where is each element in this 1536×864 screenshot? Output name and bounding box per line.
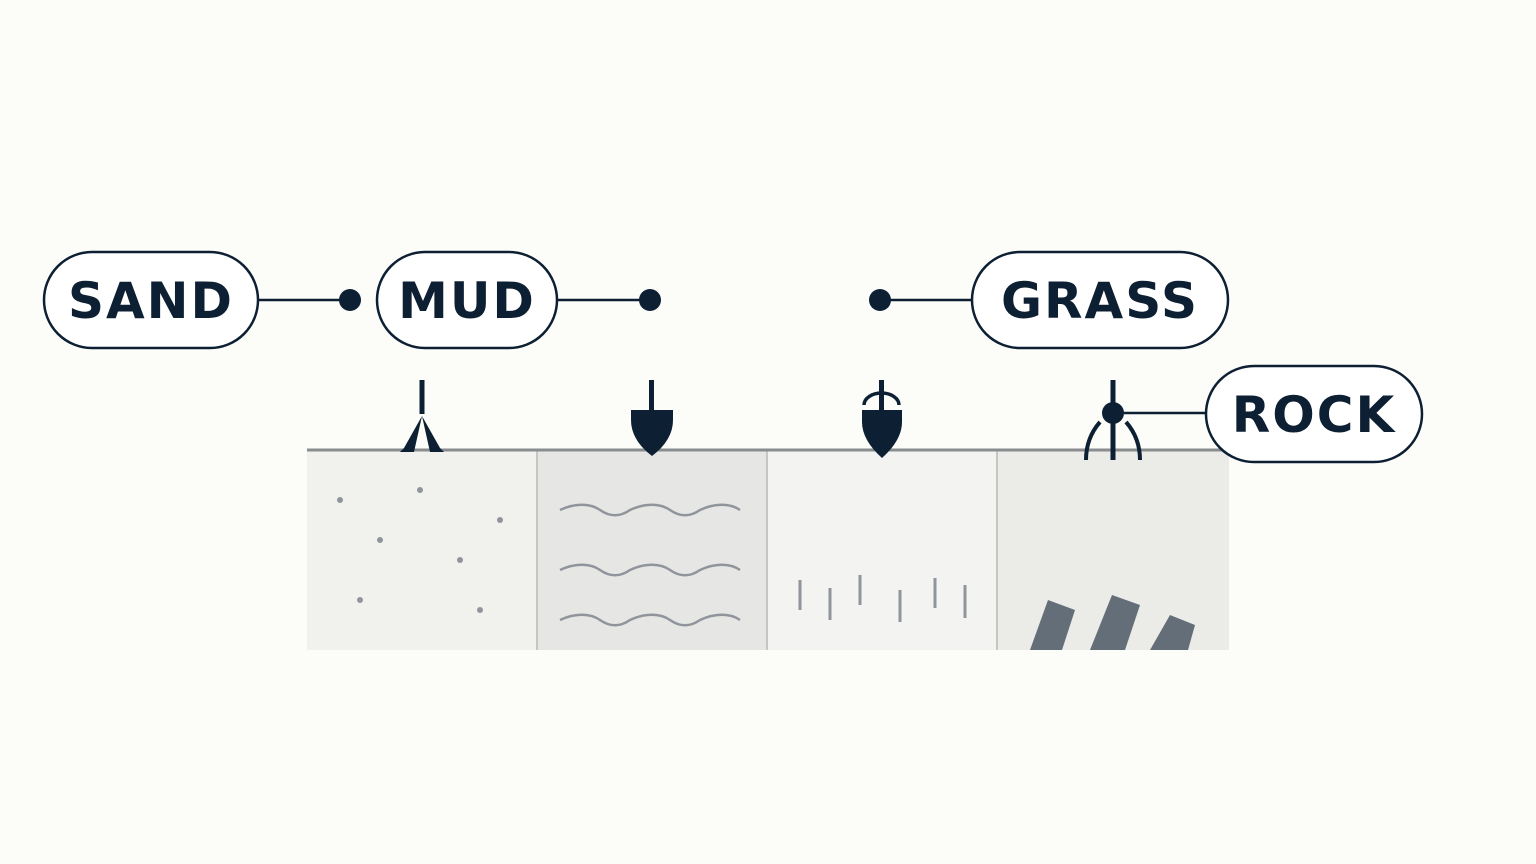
rock-label-pill: ROCK (1204, 364, 1424, 464)
sand-grain (337, 497, 343, 503)
rock-block (1150, 615, 1195, 650)
grass-texture (798, 575, 967, 622)
rock-block (1090, 595, 1140, 650)
sand-grain (497, 517, 503, 523)
mud-label: MUD (398, 272, 536, 330)
rock-anchor-icon (1084, 380, 1142, 461)
mud-panel (537, 450, 767, 650)
sand-grain (477, 607, 483, 613)
rock-label: ROCK (1232, 386, 1397, 444)
rock-block (1030, 600, 1075, 650)
mud-connector-dot (639, 289, 661, 311)
sand-label-pill: SAND (42, 250, 260, 350)
mud-label-pill: MUD (375, 250, 559, 350)
grass-anchor-icon (862, 380, 902, 458)
mud-anchor-icon (631, 380, 673, 456)
grass-panel (767, 450, 997, 650)
mud-connector (557, 289, 661, 311)
mud-wave (559, 563, 741, 577)
sand-anchor-icon (400, 380, 444, 452)
sand-texture (337, 487, 503, 613)
sand-panel (307, 450, 537, 650)
sand-connector (258, 289, 361, 311)
sand-grain (357, 597, 363, 603)
grass-connector (869, 289, 972, 311)
mud-wave (559, 613, 741, 627)
grass-label-pill: GRASS (970, 250, 1230, 350)
mud-wave (559, 503, 741, 517)
sand-connector-dot (339, 289, 361, 311)
rock-texture (1030, 595, 1195, 650)
sand-grain (457, 557, 463, 563)
sand-grain (417, 487, 423, 493)
sand-grain (377, 537, 383, 543)
grass-label: GRASS (1001, 272, 1199, 330)
sand-label: SAND (68, 272, 234, 330)
seabed-panels (307, 448, 1229, 650)
grass-connector-dot (869, 289, 891, 311)
mud-texture (559, 503, 741, 627)
